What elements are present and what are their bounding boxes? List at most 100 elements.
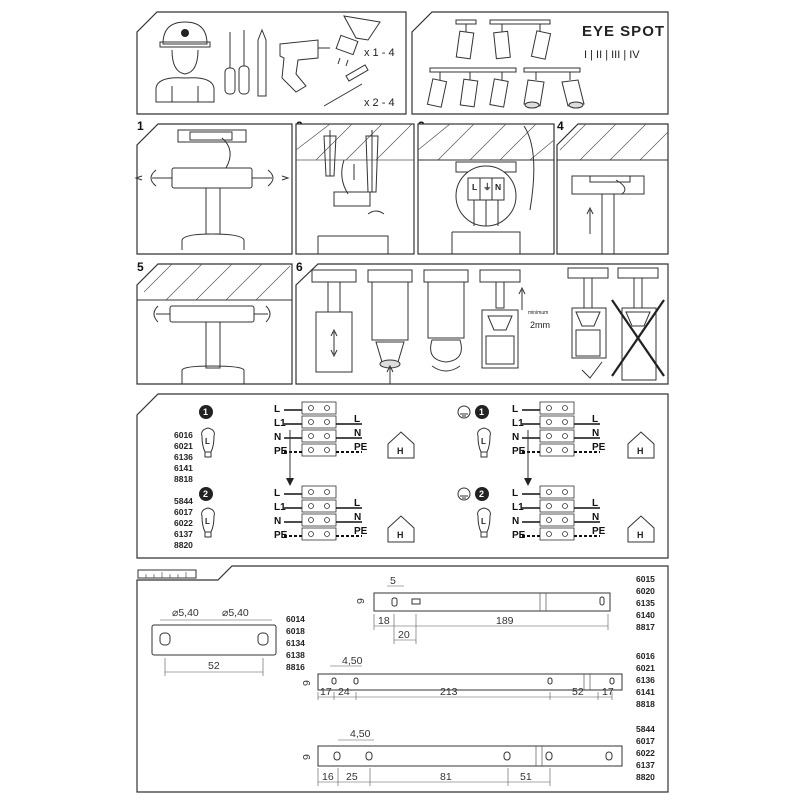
- marker-1-icon: [199, 405, 213, 419]
- group2-codes: 5844 6017 6022 6137 8820: [174, 496, 193, 550]
- terminal-block: [301, 401, 337, 415]
- bulb-icon: L: [477, 427, 491, 458]
- bulb-quantity: x 1 - 4: [364, 47, 395, 59]
- house-icon: H: [627, 431, 655, 459]
- terminal-label: L1: [274, 418, 286, 429]
- group2-code: 6137: [174, 529, 193, 539]
- group1-code: 6141: [174, 463, 193, 473]
- terminal-label: N: [512, 516, 519, 527]
- bulb-icon: L: [201, 507, 215, 538]
- variants-panel: EYE SPOT I | II | III | IV: [411, 11, 669, 115]
- terminal-label: N: [274, 516, 281, 527]
- bar-2-drawing: 5 9 18 189 20: [355, 575, 611, 644]
- bar4-codes: 5844 6017 6022 6137 8820: [636, 724, 655, 782]
- step-6-panel: minimum 2mm: [295, 263, 669, 385]
- bar2-codes: 6015 6020 6135 6140 8817: [636, 574, 655, 632]
- terminal-label: L: [592, 498, 598, 509]
- terminal-block: [539, 513, 575, 527]
- svg-text:H: H: [637, 446, 644, 456]
- terminal-block: [539, 443, 575, 457]
- drill-icon: [279, 39, 330, 93]
- bar-3-drawing: 4,50 9 17 24 213 52 17: [301, 655, 623, 700]
- svg-text:L: L: [481, 517, 486, 526]
- group2-code: 6017: [174, 507, 193, 517]
- bar1-hole1: ⌀5,40: [172, 607, 199, 619]
- step-1-panel: [134, 123, 293, 255]
- svg-text:189: 189: [496, 615, 514, 627]
- terminal-label: N: [592, 428, 599, 439]
- minimum-value: 2mm: [530, 320, 550, 330]
- screw-quantity: x 2 - 4: [364, 97, 395, 109]
- terminal-block: [301, 429, 337, 443]
- step-2-panel: [295, 123, 415, 255]
- svg-text:8816: 8816: [286, 662, 305, 672]
- svg-text:9: 9: [355, 598, 367, 604]
- svg-text:6014: 6014: [286, 614, 305, 624]
- svg-text:51: 51: [520, 771, 532, 783]
- dimensions-panel: ⌀5,40 ⌀5,40 52 6014 6018 6134 6138 8816: [136, 565, 669, 793]
- terminal-block: [539, 485, 575, 499]
- house-icon: H: [387, 431, 415, 459]
- marker-2-text: 2: [203, 489, 208, 499]
- svg-text:52: 52: [572, 686, 584, 698]
- group1-code: 6021: [174, 441, 193, 451]
- house-icon: H: [387, 515, 415, 543]
- svg-text:2: 2: [479, 489, 484, 499]
- terminal-block: [539, 499, 575, 513]
- terminal-label: N: [512, 432, 519, 443]
- minimum-label: minimum: [528, 310, 548, 316]
- svg-text:8817: 8817: [636, 622, 655, 632]
- group1-code: 6016: [174, 430, 193, 440]
- svg-text:6137: 6137: [636, 760, 655, 770]
- svg-text:24: 24: [338, 686, 350, 698]
- svg-text:H: H: [397, 530, 404, 540]
- svg-text:H: H: [397, 446, 404, 456]
- terminal-block: [301, 513, 337, 527]
- svg-text:81: 81: [440, 771, 452, 783]
- step-4-panel: [556, 123, 669, 255]
- terminal-label: L: [354, 498, 360, 509]
- triple-spot-icon: [426, 67, 517, 108]
- terminal-label: PE: [274, 530, 288, 541]
- svg-text:L: L: [205, 517, 210, 526]
- svg-text:25: 25: [346, 771, 358, 783]
- step-4-label: 4: [557, 119, 564, 133]
- svg-text:213: 213: [440, 686, 458, 698]
- svg-text:5: 5: [390, 575, 396, 587]
- ruler-icon: [137, 569, 197, 579]
- terminal-label: N: [354, 512, 361, 523]
- svg-text:9: 9: [301, 754, 313, 760]
- group2-code: 8820: [174, 540, 193, 550]
- bulb-icon: L: [201, 427, 215, 458]
- house-icon: H: [627, 515, 655, 543]
- terminal-label: L: [592, 414, 598, 425]
- terminal-block: [301, 527, 337, 541]
- svg-text:6018: 6018: [286, 626, 305, 636]
- svg-text:6134: 6134: [286, 638, 305, 648]
- step-5-label: 5: [137, 260, 144, 274]
- svg-text:1: 1: [479, 407, 484, 417]
- svg-text:6140: 6140: [636, 610, 655, 620]
- terminal-label: N: [354, 428, 361, 439]
- screw-icon: [323, 64, 369, 107]
- marker-2-icon: [475, 487, 489, 501]
- svg-text:6135: 6135: [636, 598, 655, 608]
- electrician-icon: [155, 21, 215, 103]
- tools-panel: x 1 - 4 x 2 - 4: [136, 11, 407, 115]
- terminal-n: N: [495, 182, 501, 192]
- screwdriver-icon: [224, 28, 267, 97]
- svg-text:6017: 6017: [636, 736, 655, 746]
- svg-text:8820: 8820: [636, 772, 655, 782]
- terminal-earth: ⏚: [483, 182, 492, 192]
- svg-text:18: 18: [378, 615, 390, 627]
- svg-text:6021: 6021: [636, 663, 655, 673]
- step-6-label: 6: [296, 260, 303, 274]
- terminal-block: [539, 527, 575, 541]
- terminal-block: [539, 401, 575, 415]
- svg-text:4,50: 4,50: [342, 655, 363, 667]
- product-title: EYE SPOT: [582, 23, 665, 40]
- step-1-label: 1: [137, 119, 144, 133]
- svg-text:6141: 6141: [636, 687, 655, 697]
- svg-text:6020: 6020: [636, 586, 655, 596]
- svg-text:9: 9: [301, 680, 313, 686]
